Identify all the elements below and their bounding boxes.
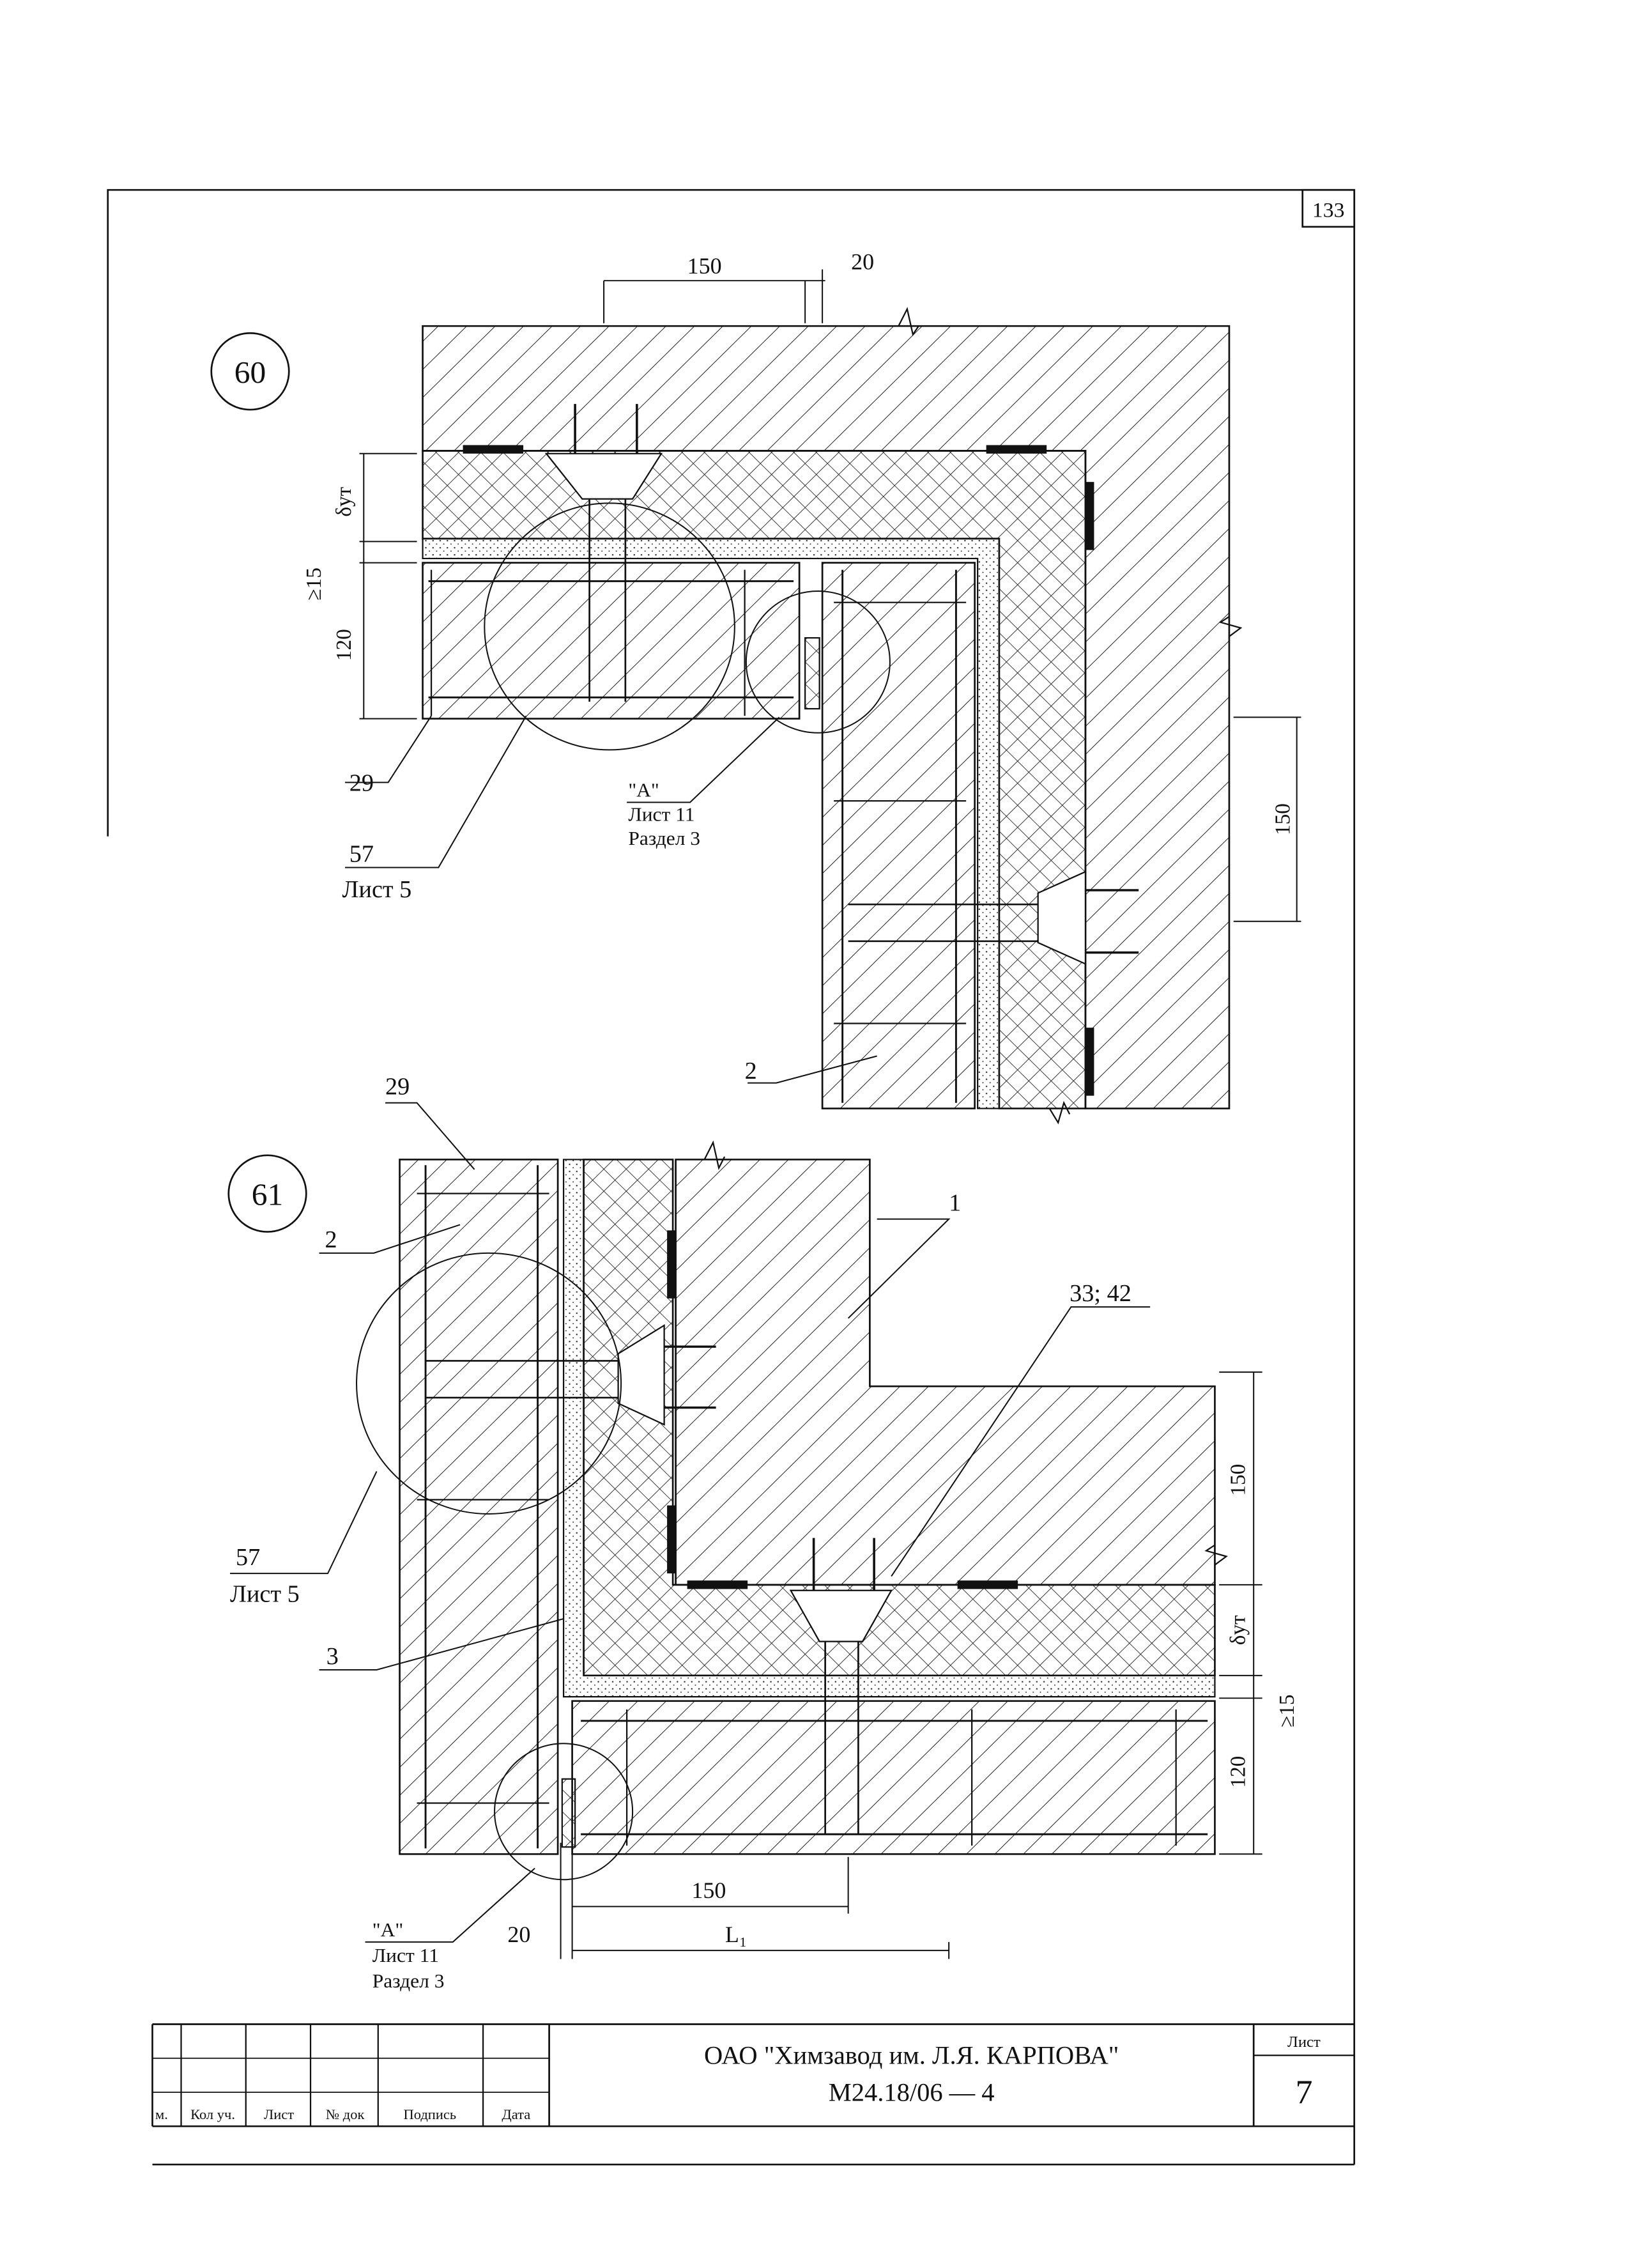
detail-60-seal-strips xyxy=(463,445,1094,1096)
document-code: М24.18/06 — 4 xyxy=(829,2078,995,2107)
detail-60-leaders xyxy=(345,715,877,1084)
detail-61-callout-2: 2 xyxy=(325,1226,337,1253)
detail-60-number: 60 xyxy=(234,355,266,390)
detail-60-callout-a-section: Раздел 3 xyxy=(628,827,700,849)
detail-60: 60 xyxy=(210,249,1301,1125)
detail-60-callout-2: 2 xyxy=(745,1058,757,1084)
detail-60-callout-57-ref: Лист 5 xyxy=(342,876,412,903)
detail-61-dim-min15: ≥15 xyxy=(1275,1695,1299,1728)
sheet-frame xyxy=(107,189,1356,2166)
detail-60-dim-delta: δут xyxy=(332,486,356,516)
detail-61-marker: 61 xyxy=(227,1154,307,1233)
detail-60-dim-150-right: 150 xyxy=(1271,803,1294,835)
detail-61: 61 xyxy=(227,1074,1299,1992)
page-number-box: 133 xyxy=(1301,189,1356,228)
detail-61-callout-57-ref: Лист 5 xyxy=(230,1581,300,1608)
detail-61-dim-150-bottom: 150 xyxy=(691,1878,726,1903)
detail-61-callout-29: 29 xyxy=(385,1074,410,1100)
detail-61-dim-120: 120 xyxy=(1226,1756,1250,1788)
detail-61-dim-150-right: 150 xyxy=(1226,1464,1250,1496)
detail-61-callout-1: 1 xyxy=(949,1190,961,1217)
detail-61-anchors-bottom xyxy=(789,1538,893,1835)
title-block xyxy=(151,2023,1354,2127)
detail-61-leaders xyxy=(230,1102,1151,1943)
col-data: Дата xyxy=(502,2106,530,2122)
detail-61-facing-panel-horizontal xyxy=(571,1700,1216,1855)
detail-60-facing-panel-vertical xyxy=(821,562,976,1109)
detail-61-callout-33-42: 33; 42 xyxy=(1070,1280,1131,1307)
sheet-label: Лист xyxy=(1287,2033,1321,2051)
col-izm: м. xyxy=(155,2106,168,2122)
detail-61-dim-20-bottom: 20 xyxy=(507,1922,530,1947)
detail-60-callout-29: 29 xyxy=(349,770,374,797)
org-name: ОАО "Химзавод им. Л.Я. КАРПОВА" xyxy=(704,2041,1119,2070)
sheet-number: 7 xyxy=(1295,2073,1312,2111)
detail-60-anchors-top xyxy=(544,404,663,702)
detail-61-number: 61 xyxy=(252,1177,283,1212)
col-kol-uch: Кол уч. xyxy=(190,2106,235,2122)
detail-60-dim-150-top: 150 xyxy=(687,253,722,279)
detail-60-facing-panel-horizontal xyxy=(422,562,801,720)
detail-60-dim-20-top: 20 xyxy=(851,249,874,275)
detail-60-dim-min15: ≥15 xyxy=(302,567,326,601)
col-podpis: Подпись xyxy=(404,2106,457,2122)
detail-61-anchors-side xyxy=(426,1323,716,1426)
page-number: 133 xyxy=(1312,199,1345,222)
detail-61-callout-a-sheet: Лист 11 xyxy=(372,1944,439,1966)
detail-61-mortar-layer xyxy=(562,1159,1216,1698)
detail-60-mortar-layer xyxy=(422,537,1001,1109)
detail-61-callout-a: "А" xyxy=(372,1918,403,1941)
title-block-columns: м. Кол уч. Лист № док Подпись Дата xyxy=(155,2106,530,2122)
detail-60-dim-120: 120 xyxy=(332,629,356,661)
col-list: Лист xyxy=(264,2106,294,2122)
detail-61-dimensions xyxy=(560,1371,1262,1959)
detail-60-anchors-side xyxy=(848,870,1139,966)
col-n-dok: № док xyxy=(326,2106,365,2122)
detail-60-callout-a-sheet: Лист 11 xyxy=(628,803,694,825)
detail-60-callout-57: 57 xyxy=(349,841,374,868)
detail-60-marker: 60 xyxy=(210,332,290,411)
detail-61-callout-57: 57 xyxy=(236,1544,260,1571)
detail-61-dim-l1: L₁ xyxy=(725,1922,748,1947)
detail-61-callout-a-section: Раздел 3 xyxy=(372,1970,445,1992)
detail-60-dimensions xyxy=(359,269,1301,922)
detail-60-callout-a: "А" xyxy=(628,779,659,801)
detail-61-callout-3: 3 xyxy=(326,1643,339,1670)
detail-61-seal-strips xyxy=(667,1230,1018,1589)
detail-61-dim-delta: δут xyxy=(1226,1615,1250,1645)
